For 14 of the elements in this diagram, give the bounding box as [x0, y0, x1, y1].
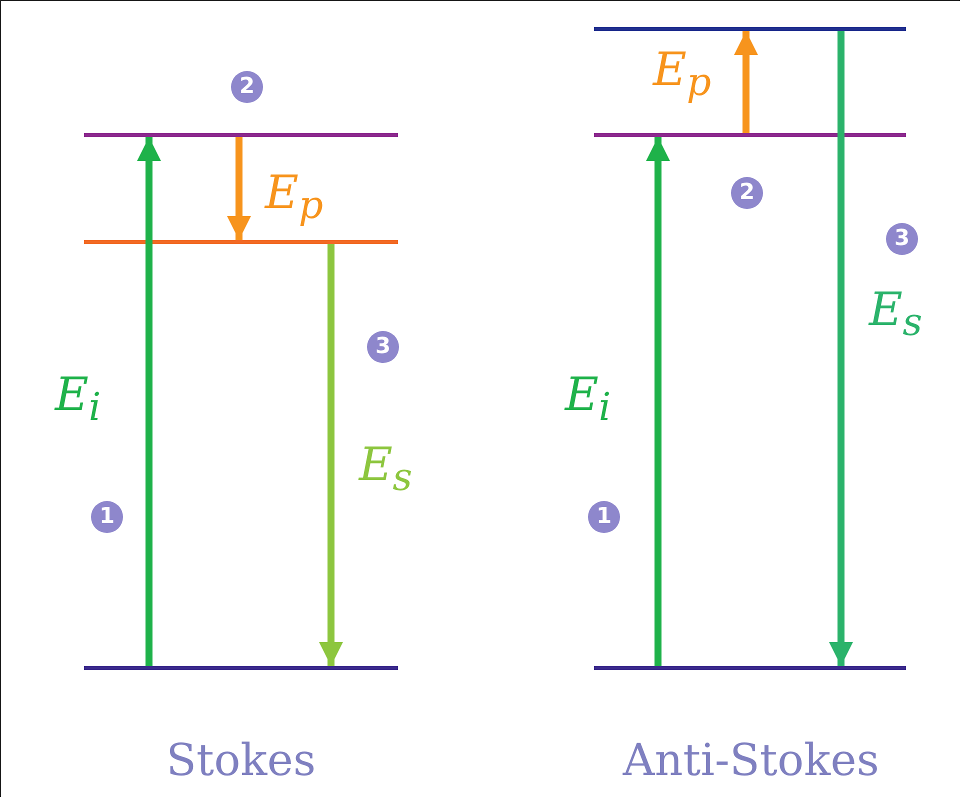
- arrow: [319, 244, 343, 666]
- step-number-badge: 1: [91, 501, 123, 533]
- step-number-badge: 2: [731, 177, 763, 209]
- panel-title: Anti-Stokes: [622, 739, 880, 783]
- arrow: [829, 31, 853, 666]
- arrow: [646, 137, 670, 666]
- step-number-badge: 3: [367, 331, 399, 363]
- panel-title: Stokes: [166, 739, 316, 783]
- step-number-badge: 1: [588, 501, 620, 533]
- arrow: [137, 137, 161, 666]
- step-number-badge: 2: [231, 71, 263, 103]
- arrow: [227, 137, 251, 240]
- arrow: [734, 31, 758, 133]
- step-number-badge: 3: [886, 223, 918, 255]
